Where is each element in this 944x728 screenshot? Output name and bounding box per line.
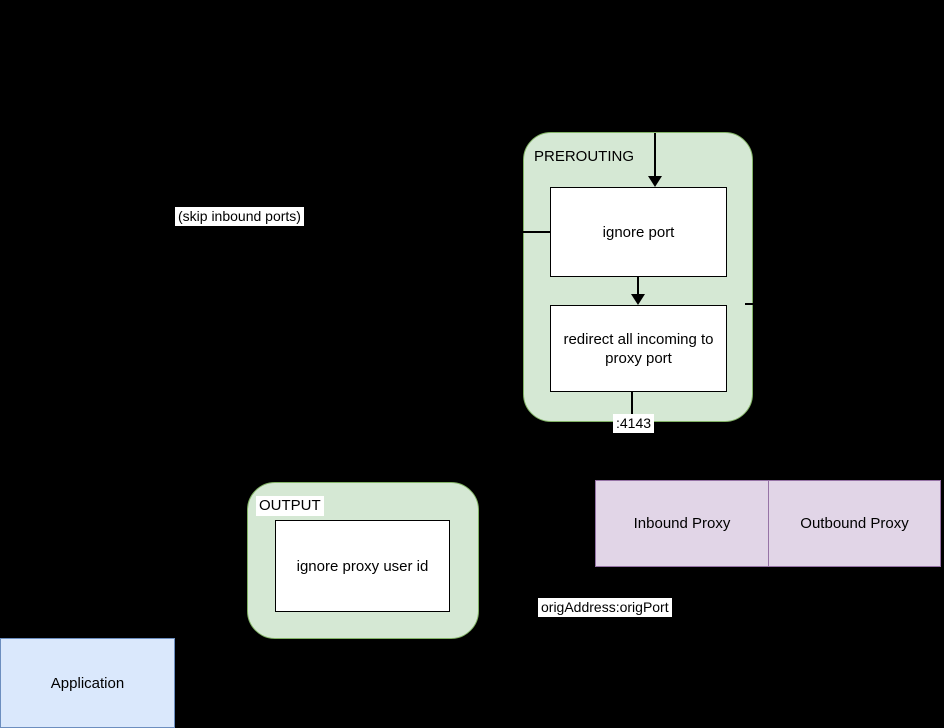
- orig-address-port-label: origAddress:origPort: [538, 598, 672, 617]
- edge-redirect-right-stub: [745, 303, 775, 305]
- edge-redirect-to-inbound-proxy: [631, 392, 633, 422]
- application-box: Application: [0, 638, 175, 728]
- rule-node-redirect-to-proxy-port: redirect all incoming to proxy port: [550, 305, 727, 392]
- output-chain-title: OUTPUT: [256, 496, 324, 516]
- arrowhead-into-ignore-port-icon: [648, 176, 662, 187]
- arrowhead-into-redirect-icon: [631, 294, 645, 305]
- inbound-proxy-box: Inbound Proxy: [595, 480, 769, 567]
- proxy-port-label: :4143: [613, 414, 655, 433]
- rule-node-ignore-proxy-user-id: ignore proxy user id: [275, 520, 450, 612]
- edge-ignore-port-to-redirect: [637, 277, 639, 295]
- outbound-proxy-box: Outbound Proxy: [768, 480, 941, 567]
- edge-skip-inbound-ports: [523, 231, 550, 233]
- rule-node-ignore-port: ignore port: [550, 187, 727, 277]
- edge-inbound-traffic: [654, 133, 656, 177]
- skip-inbound-ports-label: (skip inbound ports): [175, 207, 304, 226]
- prerouting-chain-title: PREROUTING: [534, 148, 635, 165]
